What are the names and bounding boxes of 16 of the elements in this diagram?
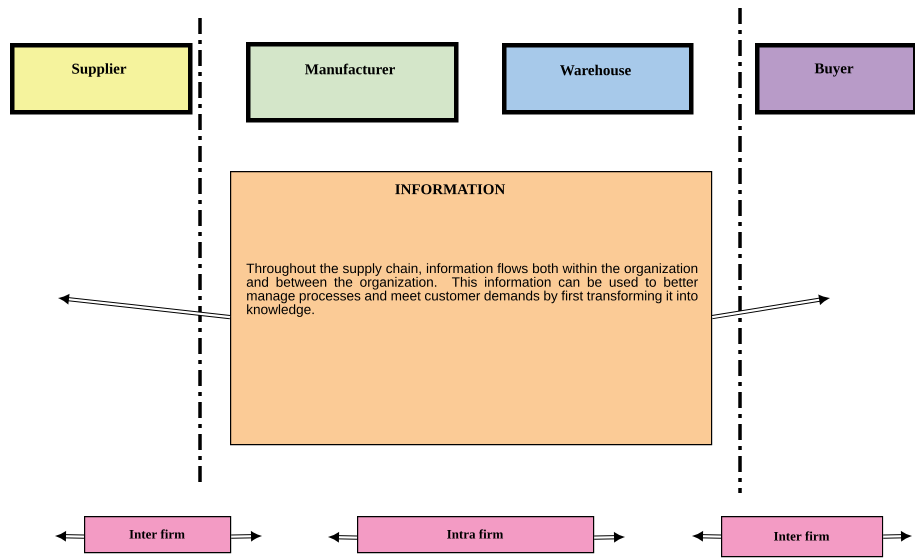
- arrow: [56, 531, 84, 542]
- role-box: Buyer: [755, 43, 915, 114]
- scope-box: Intra firm: [357, 516, 594, 554]
- role-box: Supplier: [10, 43, 192, 114]
- arrow: [594, 532, 624, 542]
- arrow: [712, 294, 829, 320]
- arrow: [883, 531, 911, 542]
- arrow: [231, 531, 261, 542]
- arrow: [693, 531, 722, 542]
- arrow: [59, 294, 230, 320]
- role-box: Warehouse: [502, 43, 694, 114]
- information-box: INFORMATION Throughout the supply chain, information flows both within the organization and between the organization. This information can be used to better manage processes and meet customer demands by first transforming it into knowledge.: [230, 171, 712, 446]
- scope-box: Inter firm: [84, 516, 232, 554]
- scope-box: Inter firm: [721, 516, 884, 558]
- arrow: [329, 532, 358, 542]
- role-box: Manufacturer: [246, 42, 458, 122]
